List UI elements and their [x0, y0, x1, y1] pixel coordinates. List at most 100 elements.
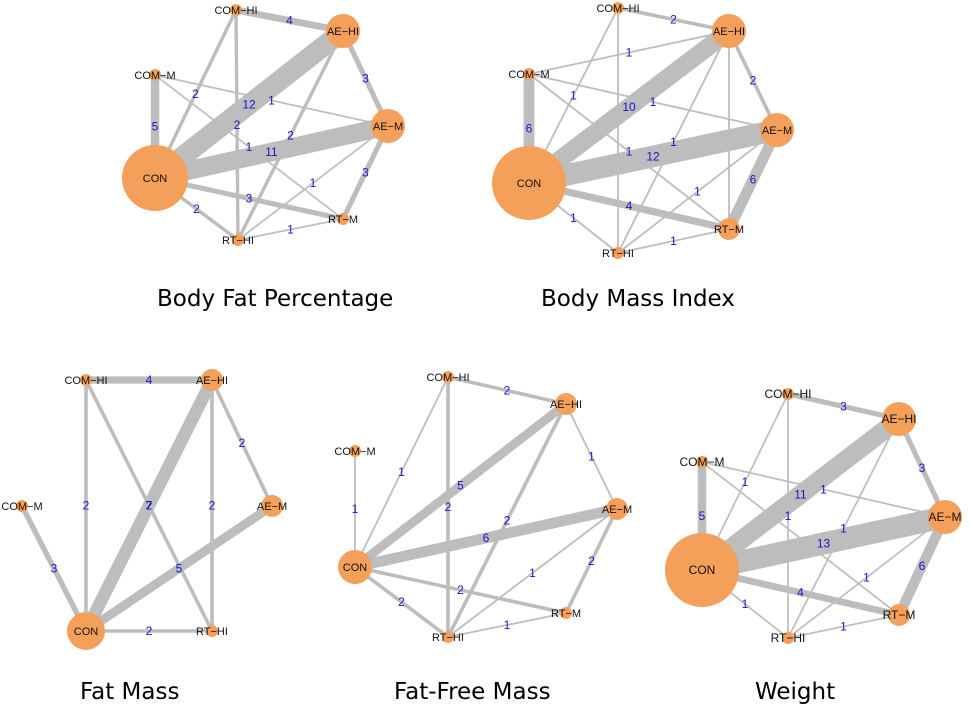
- node-ae-m: [606, 498, 628, 520]
- edge-ae-hi-ae-m: [210, 379, 274, 507]
- edge-com-m-ae-m: [154, 74, 389, 127]
- edge-label-com-hi-rt-hi: 2: [146, 499, 153, 513]
- edge-con-ae-hi: [352, 400, 569, 571]
- edge-ae-hi-ae-m: [340, 29, 391, 128]
- node-label-rt-hi: RT−HI: [432, 632, 464, 644]
- edge-ae-m-rt-m: [340, 124, 391, 221]
- node-label-ae-hi: AE−HI: [713, 26, 745, 38]
- node-label-rt-hi: RT−HI: [196, 626, 228, 638]
- edge-con-ae-hi: [148, 22, 350, 187]
- edge-label-com-hi-ae-hi: 2: [670, 13, 677, 27]
- node-label-ae-m: AE−M: [762, 125, 792, 137]
- node-label-con: CON: [517, 178, 542, 190]
- node-com-hi: [80, 374, 92, 386]
- edge-label-com-m-ae-m: 1: [650, 95, 657, 109]
- node-label-com-hi: COM−HI: [426, 372, 469, 384]
- edge-com-hi-con: [354, 376, 449, 568]
- node-label-ae-m: AE−M: [928, 510, 961, 524]
- edge-label-ae-hi-ae-m: 3: [362, 72, 369, 86]
- node-com-hi: [612, 2, 624, 14]
- node-ae-hi: [882, 402, 916, 436]
- node-con: [492, 146, 566, 220]
- node-label-rt-hi: RT−HI: [222, 235, 254, 247]
- edge-con-ae-hi: [696, 411, 905, 578]
- edge-com-hi-ae-hi: [617, 6, 730, 33]
- edge-label-com-m-rt-m: 1: [626, 145, 633, 159]
- edge-com-m-rt-m: [154, 74, 344, 220]
- node-label-ae-m: AE−M: [257, 501, 287, 513]
- edge-con-ae-m: [526, 119, 780, 194]
- edge-con-ae-hi: [80, 377, 218, 634]
- edge-label-con-rt-m: 4: [797, 586, 804, 600]
- node-label-com-hi: COM−HI: [596, 3, 639, 15]
- edge-label-com-hi-ae-hi: 4: [286, 14, 293, 28]
- node-ae-m: [371, 109, 405, 143]
- panel-title-body-fat-percentage: Body Fat Percentage: [157, 286, 394, 312]
- edge-label-ae-hi-rt-hi: 2: [504, 514, 511, 528]
- node-ae-hi: [201, 369, 223, 391]
- edge-label-com-m-con: 5: [699, 509, 706, 523]
- edge-label-con-rt-hi: 2: [398, 595, 405, 609]
- network-fat-free-mass: 2121521621221COM−HIAE−HICOM−MAE−MCONRT−M…: [334, 371, 632, 644]
- node-label-com-hi: COM−HI: [214, 5, 257, 17]
- node-label-con: CON: [343, 562, 368, 574]
- edge-label-con-rt-hi: 2: [193, 202, 200, 216]
- node-label-com-m: COM−M: [334, 446, 375, 458]
- edge-label-con-ae-m: 13: [817, 537, 831, 551]
- edge-ae-hi-ae-m: [565, 403, 618, 510]
- node-con: [665, 533, 739, 607]
- node-ae-hi: [326, 14, 360, 48]
- node-rt-hi: [612, 247, 624, 259]
- edge-label-ae-hi-ae-m: 2: [750, 74, 757, 88]
- edge-label-com-hi-con: 1: [398, 465, 405, 479]
- node-rt-m: [888, 604, 910, 626]
- node-com-hi: [230, 4, 242, 16]
- edge-label-ae-hi-rt-hi: 1: [840, 522, 847, 536]
- edge-label-com-hi-rt-hi: 2: [234, 118, 241, 132]
- edge-con-ae-m: [699, 506, 948, 581]
- edge-label-con-rt-hi: 1: [742, 597, 749, 611]
- node-rt-hi: [232, 234, 244, 246]
- node-label-com-m: COM−M: [508, 69, 549, 81]
- network-body-mass-index: 21106111122161411COM−HIAE−HICOM−MAE−MCON…: [492, 2, 794, 260]
- edge-label-com-hi-con: 1: [742, 475, 749, 489]
- node-label-ae-hi: AE−HI: [196, 375, 228, 387]
- node-rt-m: [337, 213, 349, 225]
- edge-label-con-ae-hi: 12: [242, 98, 256, 112]
- node-ae-m: [760, 113, 794, 147]
- edge-label-con-ae-m: 12: [646, 150, 660, 164]
- node-label-ae-hi: AE−HI: [550, 399, 582, 411]
- node-label-rt-hi: RT−HI: [771, 631, 806, 645]
- edge-rt-hi-rt-m: [447, 612, 567, 638]
- panel-title-body-mass-index: Body Mass Index: [541, 286, 735, 312]
- edge-com-m-ae-m: [528, 73, 778, 131]
- node-rt-m: [560, 607, 572, 619]
- network-weight: 3115111131361411COM−HIAE−HICOM−MAE−MCONR…: [665, 387, 962, 645]
- edge-label-com-hi-rt-hi: 2: [445, 500, 452, 514]
- edge-label-con-rt-m: 4: [626, 199, 633, 213]
- edge-label-rt-hi-rt-m: 1: [287, 223, 294, 237]
- node-rt-hi: [782, 632, 794, 644]
- edge-com-hi-ae-hi: [235, 6, 344, 35]
- node-com-m: [149, 69, 161, 81]
- node-ae-hi: [555, 393, 577, 415]
- edge-label-ae-m-rt-hi: 1: [529, 566, 536, 580]
- node-label-con: CON: [74, 626, 99, 638]
- edge-label-con-ae-m: 6: [483, 531, 490, 545]
- edge-label-com-hi-ae-hi: 4: [146, 373, 153, 387]
- node-rt-hi: [206, 625, 218, 637]
- node-label-com-hi: COM−HI: [64, 375, 107, 387]
- edge-label-ae-m-rt-m: 3: [362, 166, 369, 180]
- node-com-m: [349, 445, 361, 457]
- edge-label-com-hi-ae-hi: 3: [840, 400, 847, 414]
- edge-label-com-m-ae-hi: 1: [626, 46, 633, 60]
- edge-label-com-m-rt-m: 1: [246, 140, 253, 154]
- edge-con-ae-m: [152, 116, 391, 188]
- edge-label-con-ae-hi: 5: [457, 479, 464, 493]
- node-label-com-m: COM−M: [134, 70, 175, 82]
- node-label-ae-hi: AE−HI: [327, 26, 359, 38]
- edge-label-rt-hi-rt-m: 1: [840, 620, 847, 634]
- edge-label-con-rt-hi: 1: [570, 211, 577, 225]
